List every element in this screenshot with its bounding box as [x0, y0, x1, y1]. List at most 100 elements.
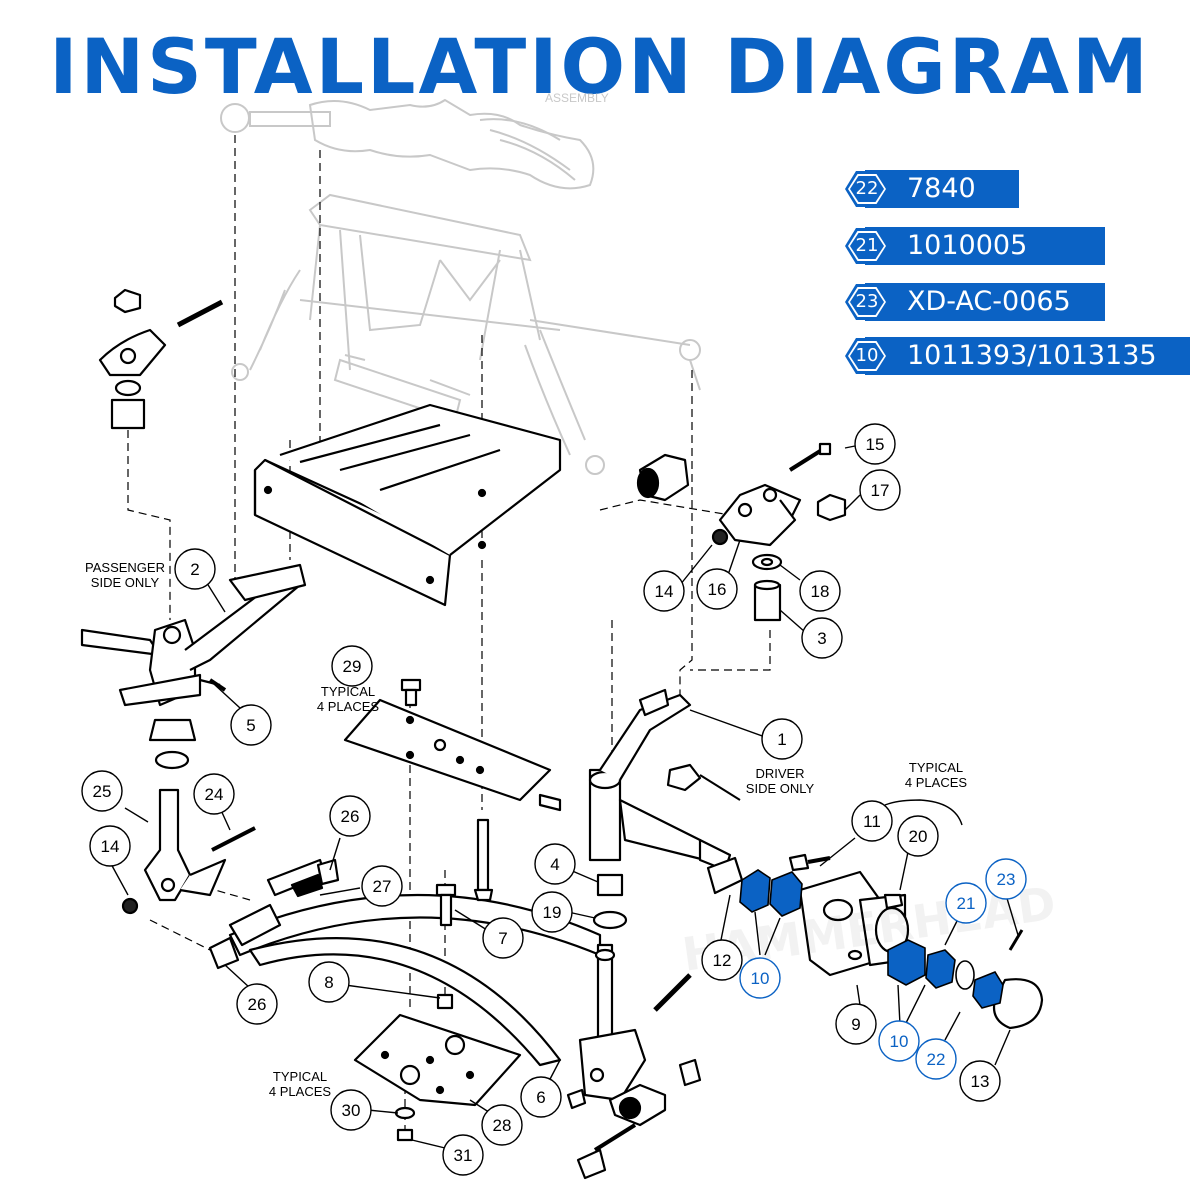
callout-23: 23: [985, 858, 1027, 900]
callout-number: 22: [927, 1050, 946, 1069]
callout-7: 7: [482, 917, 524, 959]
callout-20: 20: [897, 815, 939, 857]
callout-30: 30: [330, 1089, 372, 1131]
legend-row: 10 1011393/1013135: [845, 337, 1190, 375]
callout-circle: [534, 843, 576, 885]
callout-number: 17: [871, 481, 890, 500]
callout-circle: [945, 882, 987, 924]
callout-27: 27: [361, 865, 403, 907]
legend-part-number: XD-AC-0065: [907, 286, 1071, 317]
callout-number: 23: [997, 870, 1016, 889]
callout-number: 26: [248, 995, 267, 1014]
typical-note-center: TYPICAL 4 PLACES: [317, 684, 379, 714]
typical-note-right-line2: 4 PLACES: [905, 775, 967, 790]
callout-circle: [761, 718, 803, 760]
callout-number: 20: [909, 827, 928, 846]
callout-number: 24: [205, 785, 224, 804]
callout-circle: [89, 825, 131, 867]
callout-number: 11: [863, 812, 881, 831]
callout-5: 5: [230, 704, 272, 746]
callout-circle: [174, 548, 216, 590]
passenger-note-line1: PASSENGER: [85, 560, 165, 575]
callout-circle: [859, 469, 901, 511]
legend-row: 21 1010005: [845, 227, 1105, 265]
page-title: INSTALLATION DIAGRAM: [49, 22, 1151, 111]
callout-circle: [520, 1076, 562, 1118]
callout-circle: [236, 983, 278, 1025]
callout-26: 26: [329, 795, 371, 837]
callout-number: 31: [454, 1146, 473, 1165]
callout-3: 3: [801, 617, 843, 659]
callout-circle: [897, 815, 939, 857]
legend-callout: 22: [850, 176, 884, 202]
callout-18: 18: [799, 570, 841, 612]
typical-note-right-line1: TYPICAL: [909, 760, 963, 775]
callout-circle: [915, 1038, 957, 1080]
driver-note-line2: SIDE ONLY: [746, 781, 815, 796]
callout-number: 12: [713, 951, 732, 970]
callout-29: 29: [331, 645, 373, 687]
callout-9: 9: [835, 1003, 877, 1045]
callout-number: 1: [777, 730, 786, 749]
callout-circle: [799, 570, 841, 612]
callout-circle: [193, 773, 235, 815]
typical-note-lower-line1: TYPICAL: [273, 1069, 327, 1084]
callout-circle: [801, 617, 843, 659]
callout-25: 25: [81, 770, 123, 812]
callout-21: 21: [945, 882, 987, 924]
passenger-note-line2: SIDE ONLY: [91, 575, 160, 590]
callout-number: 29: [343, 657, 362, 676]
legend-part-number: 1011393/1013135: [907, 340, 1157, 371]
typical-note-right: TYPICAL 4 PLACES: [905, 760, 967, 790]
callout-number: 25: [93, 782, 112, 801]
axle-plates: [343, 678, 552, 1142]
driver-note: DRIVER SIDE ONLY: [746, 766, 815, 796]
callout-circle: [482, 917, 524, 959]
callout-circle: [701, 939, 743, 981]
callout-17: 17: [859, 469, 901, 511]
hub-assembly: [706, 853, 1044, 1030]
callout-2: 2: [174, 548, 216, 590]
callout-31: 31: [442, 1134, 484, 1176]
callout-circle: [330, 1089, 372, 1131]
callout-number: 5: [246, 716, 255, 735]
legend-row: 22 7840: [845, 170, 1019, 208]
callout-6: 6: [520, 1076, 562, 1118]
callout-circle: [481, 1104, 523, 1146]
callout-number: 2: [190, 560, 199, 579]
callout-4: 4: [534, 843, 576, 885]
callout-15: 15: [854, 423, 896, 465]
legend-part-number: 7840: [907, 173, 976, 204]
callout-28: 28: [481, 1104, 523, 1146]
callout-circle: [739, 957, 781, 999]
callout-12: 12: [701, 939, 743, 981]
callout-circle: [696, 568, 738, 610]
callout-number: 30: [342, 1101, 361, 1120]
callout-26: 26: [236, 983, 278, 1025]
typical-note-lower-line2: 4 PLACES: [269, 1084, 331, 1099]
legend-callout: 21: [850, 233, 884, 259]
passenger-note: PASSENGER SIDE ONLY: [85, 560, 165, 590]
legend-bar: [865, 283, 1105, 321]
typical-note-center-line1: TYPICAL: [321, 684, 375, 699]
callout-circle: [329, 795, 371, 837]
callout-circle: [959, 1060, 1001, 1102]
callout-16: 16: [696, 568, 738, 610]
callout-number: 26: [341, 807, 360, 826]
legend-callout: 23: [850, 289, 884, 315]
callout-13: 13: [959, 1060, 1001, 1102]
callout-number: 19: [543, 903, 562, 922]
callout-22: 22: [915, 1038, 957, 1080]
callout-number: 10: [751, 969, 770, 988]
callout-number: 16: [708, 580, 727, 599]
callout-14: 14: [643, 570, 685, 612]
typical-note-lower: TYPICAL 4 PLACES: [269, 1069, 331, 1099]
callout-circle: [331, 645, 373, 687]
front-cross-member: [253, 403, 562, 607]
callout-circle: [643, 570, 685, 612]
highlighted-bearings: [739, 869, 1004, 1009]
callout-number: 27: [373, 877, 392, 896]
callout-19: 19: [531, 891, 573, 933]
